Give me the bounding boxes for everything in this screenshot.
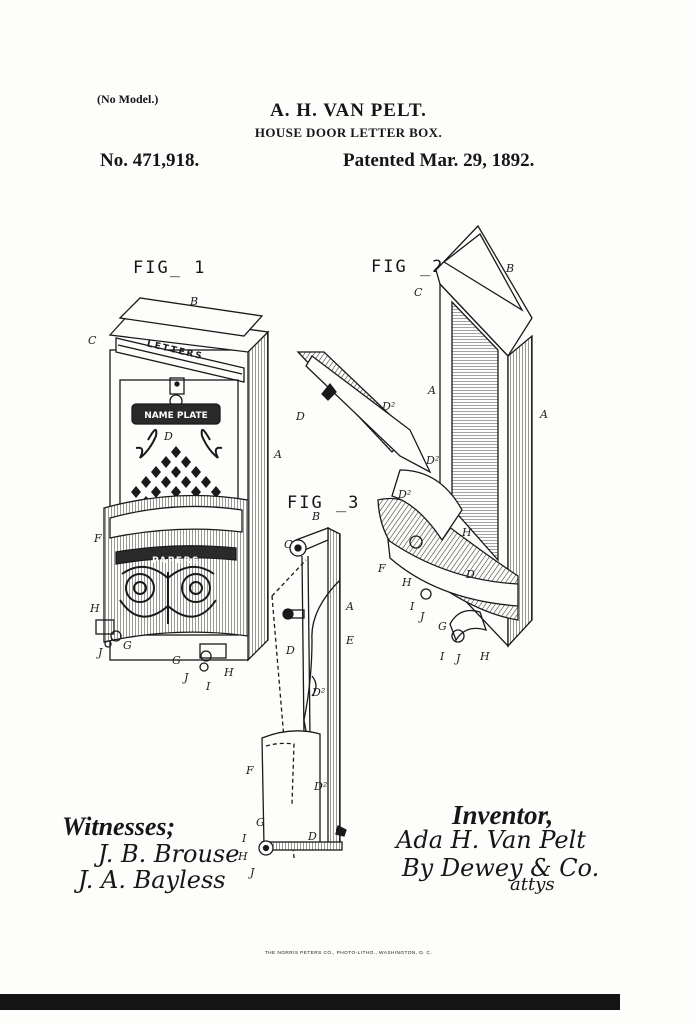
fig-1-ref-J: J (96, 646, 103, 659)
fig-1-ref-F: F (93, 532, 102, 545)
fig-3-ref-D-bottom: D (307, 830, 317, 843)
fig-2-ref-D2-low: D² (397, 488, 411, 501)
fig-3-ref-G: G (256, 816, 265, 829)
fig-2-ref-D: D (295, 410, 305, 423)
fig-1-ref-I: I (205, 680, 211, 693)
fig-2-ref-H-inner: H (461, 526, 472, 539)
fig-1-ref-D: D (163, 430, 173, 443)
no-model-note: (No Model.) (97, 92, 159, 106)
witness-1-signature: J. B. Brouse (98, 840, 240, 868)
fig-3-ref-D: D (285, 644, 295, 657)
fig-2-ref-C: C (414, 286, 423, 299)
fig-2-ref-D-low: D (465, 568, 475, 581)
fig-2-drawing (296, 224, 533, 648)
fig-3-ref-F: F (245, 764, 254, 777)
fig-3-ref-D2-lower: D² (313, 780, 327, 793)
attorney-abbreviation: attys (510, 874, 555, 895)
fig-3-ref-E: E (345, 634, 354, 647)
witness-2-signature: J. A. Bayless (78, 866, 226, 894)
fig-3-ref-B: B (311, 510, 320, 523)
fig-1-ref-H: H (89, 602, 100, 615)
fig-2-ref-D2-mid: D² (425, 454, 439, 467)
printer-credit: THE NORRIS PETERS CO., PHOTO-LITHO., WAS… (264, 951, 433, 956)
fig-2-ref-A-right: A (539, 408, 548, 421)
inventor-name: A. H. VAN PELT. (270, 100, 427, 121)
fig-1-ref-A: A (273, 448, 282, 461)
fig-3-ref-I: I (241, 832, 247, 845)
fig-1-papers-label: PAPERS (152, 556, 200, 566)
patent-date: Patented Mar. 29, 1892. (343, 150, 535, 171)
fig-2-ref-I: I (409, 600, 415, 613)
patent-title: HOUSE DOOR LETTER BOX. (254, 125, 443, 140)
inventor-label: Inventor, (452, 800, 554, 830)
scan-border-bar (0, 994, 620, 1010)
inventor-signature: Ada H. Van Pelt (396, 826, 586, 854)
fig-2-ref-H-low: H (479, 650, 490, 663)
attorney-signature: By Dewey & Co. (402, 854, 600, 882)
fig-1-drawing (95, 297, 270, 672)
witnesses-label: Witnesses; (62, 812, 176, 841)
fig-2-ref-B: B (505, 262, 514, 275)
fig-3-drawing (258, 526, 347, 859)
fig-1-ref-C: C (88, 334, 97, 347)
fig-1-ref-B: B (189, 295, 198, 308)
fig-2-label: FIG _2 (371, 257, 445, 277)
fig-1-ref-J-right: J (182, 671, 189, 684)
fig-2-ref-G: G (438, 620, 447, 633)
fig-2-ref-I-low: I (439, 650, 445, 663)
fig-1-name-plate: NAME PLATE (144, 411, 208, 421)
fig-2-ref-D2-top: D² (381, 400, 395, 413)
fig-2-ref-F: F (377, 562, 386, 575)
fig-2-ref-H: H (401, 576, 412, 589)
fig-2-ref-J-low: J (454, 652, 461, 665)
fig-1-ref-G-right: G (172, 654, 181, 667)
fig-1-label: FIG_ 1 (133, 258, 207, 278)
fig-3-ref-A: A (345, 600, 354, 613)
fig-3-ref-H: H (237, 850, 248, 863)
fig-3-ref-C: C (284, 538, 293, 551)
fig-2-ref-A: A (427, 384, 436, 397)
fig-1-ref-G: G (123, 639, 132, 652)
fig-3-ref-D2-upper: D² (311, 686, 325, 699)
fig-2-ref-J: J (418, 610, 425, 623)
fig-3-ref-J: J (248, 866, 255, 879)
fig-3-label: FIG _3 (287, 493, 361, 513)
fig-1-ref-H-right: H (223, 666, 234, 679)
patent-number: No. 471,918. (100, 150, 200, 171)
